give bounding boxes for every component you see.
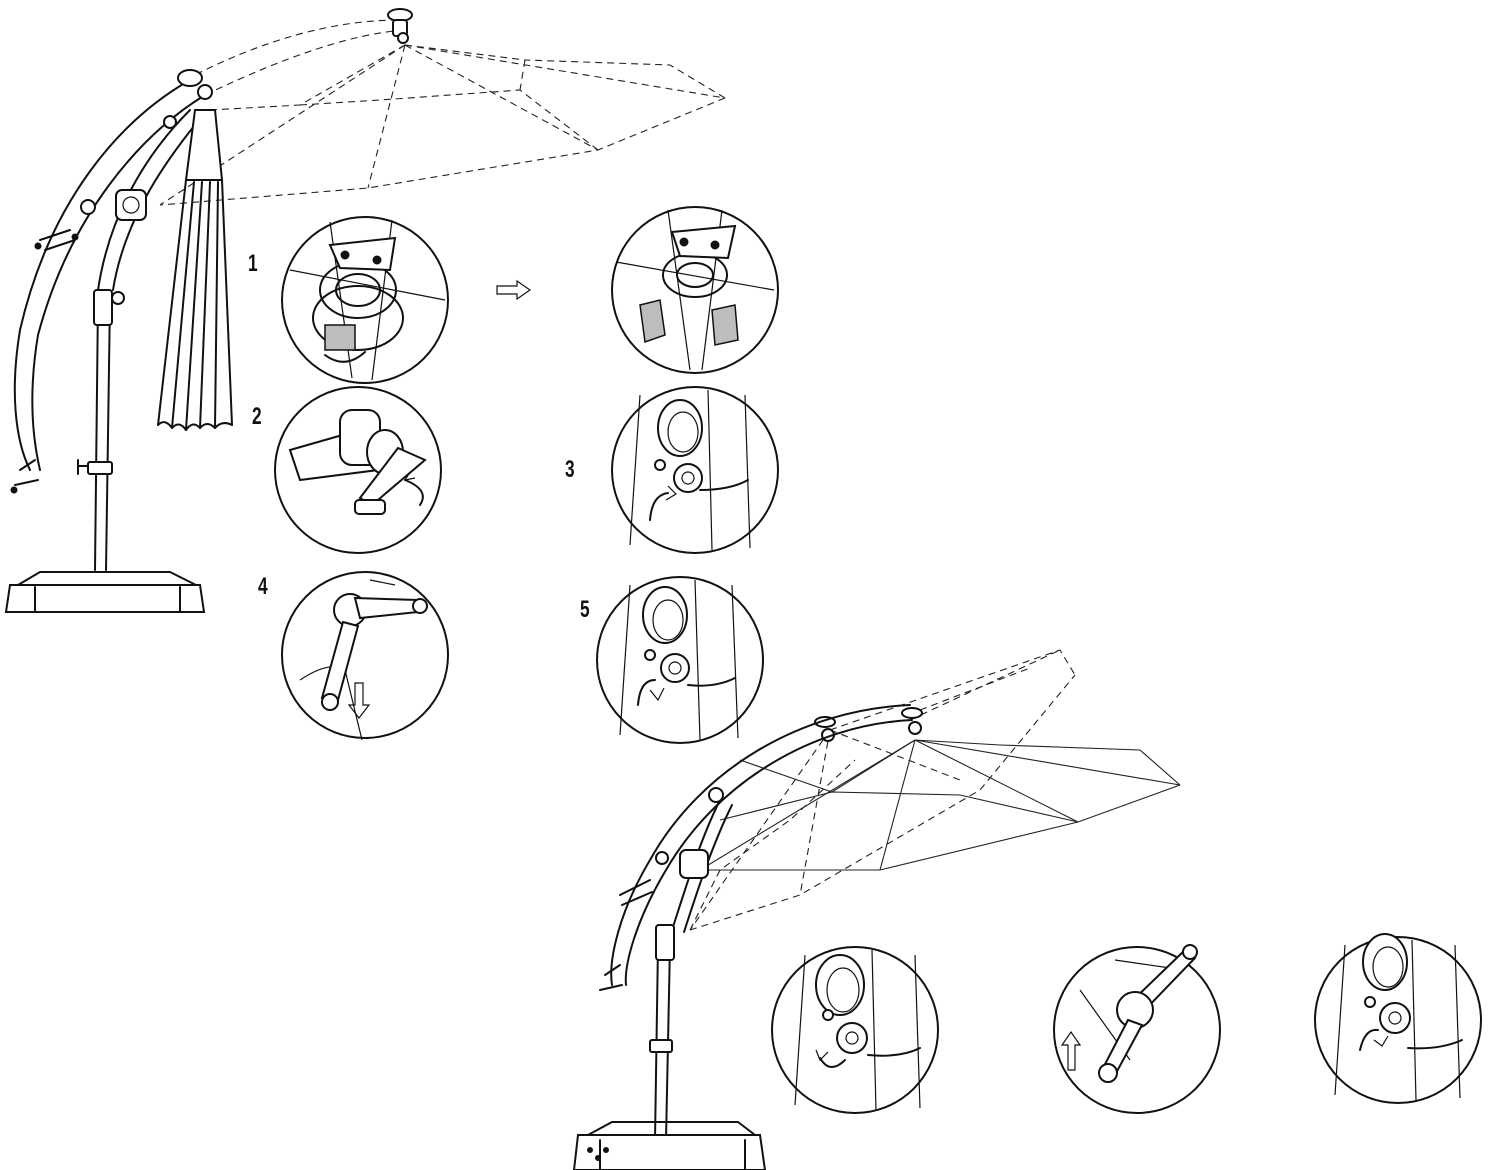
top-finial xyxy=(387,8,413,44)
folded-canopy xyxy=(157,109,233,431)
detail-3-release xyxy=(611,386,779,554)
canopy-solid xyxy=(699,739,1181,871)
detail-5-lock xyxy=(596,576,764,744)
detail-1-before xyxy=(281,216,449,384)
detail-bottom-3 xyxy=(1314,933,1482,1104)
umbrella-closed xyxy=(4,8,726,613)
step-label-2: 2 xyxy=(252,403,262,430)
canopy-dashed-outline xyxy=(159,19,726,206)
step-label-1: 1 xyxy=(248,250,258,277)
step-label-4: 4 xyxy=(258,573,268,600)
step-label-3: 3 xyxy=(565,456,575,483)
detail-4-lever-down xyxy=(281,571,449,741)
umbrella-base-right xyxy=(572,1121,767,1170)
umbrella-base xyxy=(4,571,206,613)
arrow-right-icon xyxy=(496,279,532,301)
detail-bottom-2 xyxy=(1053,944,1221,1114)
detail-bottom-1 xyxy=(771,946,939,1114)
umbrella-open xyxy=(572,649,1181,1170)
detail-1-after xyxy=(611,206,779,374)
detail-2-crank xyxy=(274,386,442,554)
canopy-dashed-tilted xyxy=(689,649,1076,931)
step-label-5: 5 xyxy=(580,596,590,623)
